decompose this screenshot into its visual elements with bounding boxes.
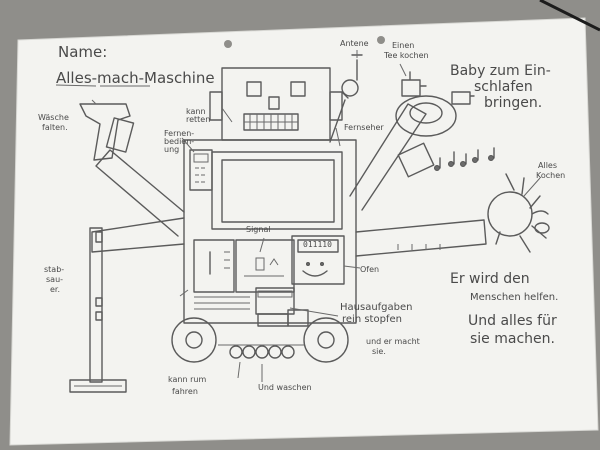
label-kann-retten-line1: kann <box>186 107 206 116</box>
label-hausaufgaben-line3: und er macht <box>366 337 420 346</box>
left-wheel <box>171 317 217 363</box>
label-menschen-helfen-line1: Er wird den <box>450 271 530 287</box>
label-menschen-helfen-line2: Menschen helfen. <box>470 292 559 303</box>
left-arm <box>95 149 185 237</box>
label-signal: Signal <box>246 225 271 234</box>
label-alles-fuer-line2: sie machen. <box>470 331 555 347</box>
label-fahren-line2: fahren <box>172 387 198 396</box>
label-hausaufgaben-line2: rein stopfen <box>342 314 402 325</box>
label-alles-kochen-line1: Alles <box>538 161 558 170</box>
label-hausaufgaben-line1: Hausaufgaben <box>340 302 413 313</box>
label-baby-line2: schlafen <box>474 79 533 95</box>
label-fahren-line1: kann rum <box>168 375 207 384</box>
label-baby-line3: bringen. <box>484 95 543 111</box>
label-waesche-line2: falten. <box>42 123 68 132</box>
label-ofen: Ofen <box>360 265 380 274</box>
display-readout: 011110 <box>303 240 332 249</box>
label-waschen: Und waschen <box>258 383 312 392</box>
remote-control <box>189 149 213 191</box>
label-antenne: Antene <box>340 39 369 48</box>
label-staubsauger-line3: er. <box>50 285 61 294</box>
label-fernbedienung-line2: bedien- <box>164 137 195 146</box>
label-alles-fuer-line1: Und alles für <box>468 313 557 329</box>
label-kann-retten-line2: retten <box>186 115 211 124</box>
baby-arm <box>349 103 427 211</box>
vacuum-arm <box>91 217 185 253</box>
label-fernseher: Fernseher <box>344 123 384 132</box>
label-waesche-line1: Wäsche <box>38 113 69 122</box>
label-tee-line2: Tee kochen <box>384 51 429 60</box>
label-staubsauger-line1: stab- <box>44 265 65 274</box>
label-fernbedienung-line1: Fernen- <box>164 129 195 138</box>
name-label: Name: <box>58 43 108 61</box>
label-alles-kochen-line2: Kochen <box>536 171 566 180</box>
paper-sheet <box>9 17 599 446</box>
label-hausaufgaben-line4: sie. <box>372 347 386 356</box>
label-fernbedienung-line3: ung <box>164 145 180 154</box>
cooking-arm <box>355 219 487 257</box>
label-staubsauger-line2: sau- <box>46 275 64 284</box>
label-baby-line1: Baby zum Ein- <box>450 63 551 79</box>
right-wheel <box>303 317 349 363</box>
page-title: Alles-mach-Maschine <box>56 69 215 87</box>
label-tee-line1: Einen <box>392 41 415 50</box>
